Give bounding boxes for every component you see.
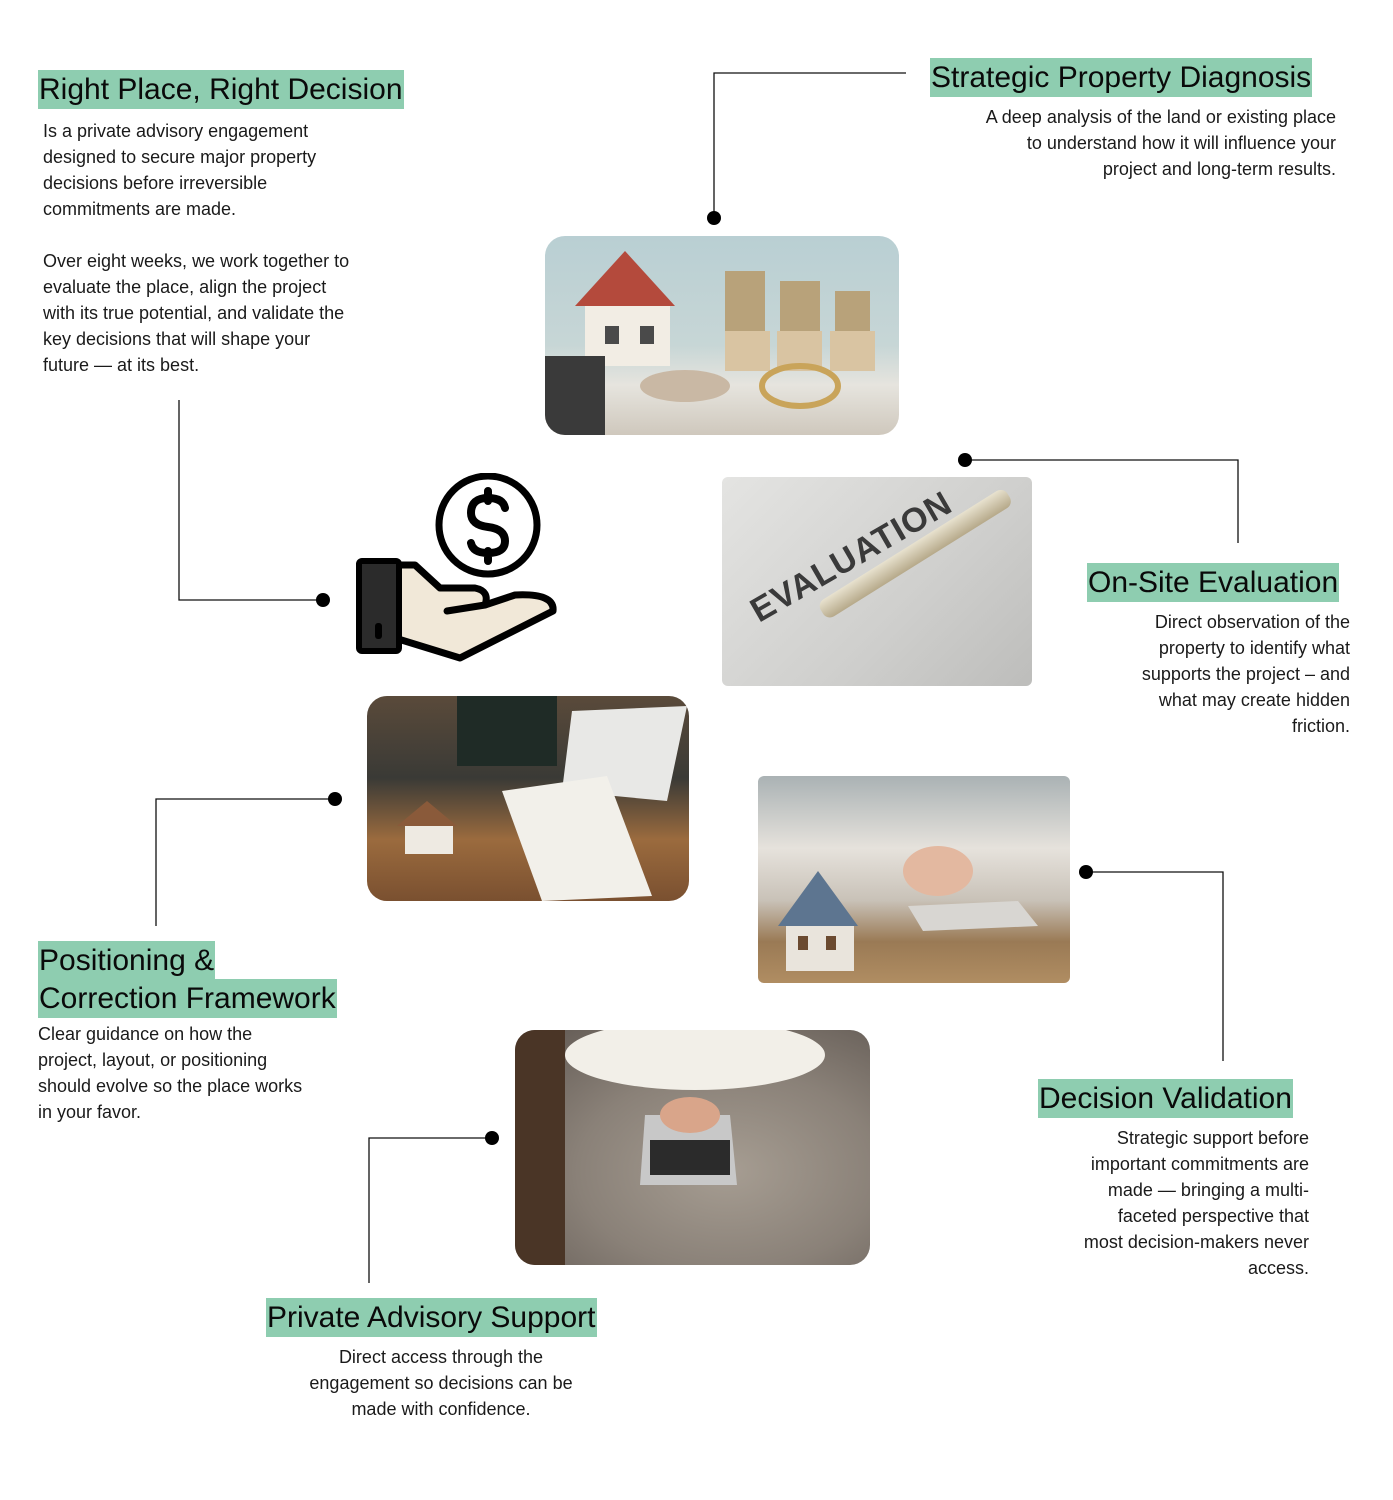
- photo-meeting-plans: [367, 696, 689, 901]
- connector-evaluation: [965, 459, 1239, 543]
- photo-calculator-house: [758, 776, 1070, 983]
- connector-advisory: [368, 1137, 492, 1283]
- connector-intro: [178, 400, 323, 601]
- calculator-illustration: [778, 846, 1038, 971]
- step-positioning-title-line-1: Positioning &: [38, 941, 216, 980]
- hand-dollar-icon: [356, 473, 557, 662]
- connector-validation: [1086, 871, 1224, 1061]
- step-validation-text: Strategic support before important commi…: [1083, 1128, 1309, 1278]
- connector-dot: [316, 593, 330, 607]
- intro-paragraph-2: Over eight weeks, we work together to ev…: [43, 251, 350, 375]
- connector-diagnosis: [713, 72, 906, 218]
- step-validation-title: Decision Validation: [1038, 1079, 1293, 1118]
- meeting-illustration: [397, 696, 687, 901]
- house-coins-illustration: [545, 251, 875, 435]
- connector-dot: [328, 792, 342, 806]
- step-onsite-text: Direct observation of the property to id…: [1141, 612, 1350, 736]
- step-positioning-title-line-2: Correction Framework: [38, 979, 337, 1018]
- step-positioning-text: Clear guidance on how the project, layou…: [38, 1024, 303, 1122]
- laptop-illustration: [515, 1030, 825, 1265]
- connector-dot: [958, 453, 972, 467]
- connector-dot: [1079, 865, 1093, 879]
- step-advisory-text: Direct access through the engagement so …: [309, 1347, 573, 1419]
- step-diagnosis-text: A deep analysis of the land or existing …: [985, 107, 1336, 179]
- intro-title: Right Place, Right Decision: [38, 70, 404, 109]
- photo-laptop-rug: [515, 1030, 870, 1265]
- connector-positioning: [155, 798, 335, 926]
- photo-house-coins: [545, 236, 899, 435]
- step-onsite-title: On-Site Evaluation: [1087, 563, 1340, 602]
- intro-paragraph-1: Is a private advisory engagement designe…: [43, 121, 317, 219]
- photo-evaluation-pen: EVALUATION: [722, 477, 1032, 686]
- connector-dot: [485, 1131, 499, 1145]
- step-diagnosis-title: Strategic Property Diagnosis: [930, 58, 1313, 97]
- step-advisory-title: Private Advisory Support: [266, 1298, 597, 1337]
- connector-dot: [707, 211, 721, 225]
